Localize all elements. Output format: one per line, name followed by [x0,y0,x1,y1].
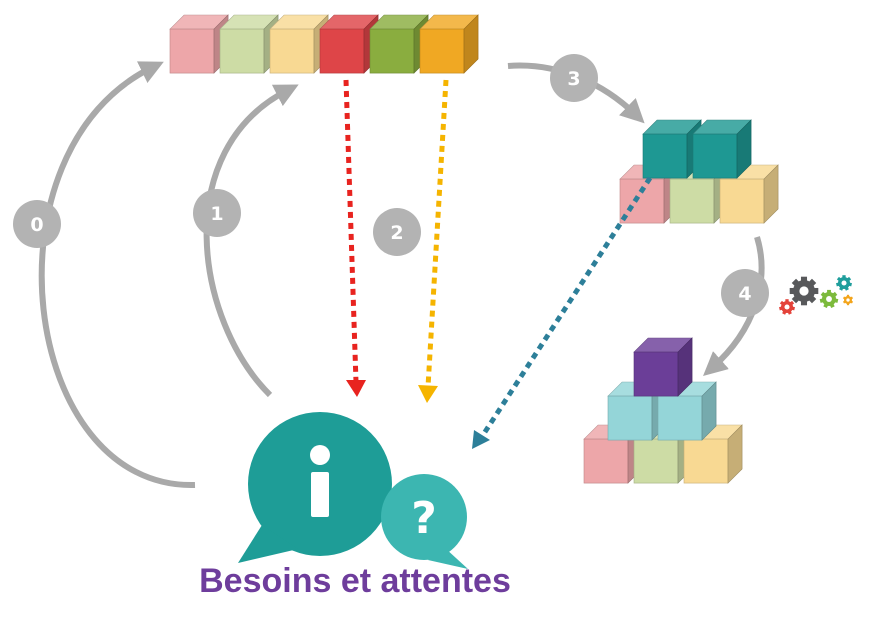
stack-bottom-cube-2 [719,164,779,224]
blue-arrowhead [472,430,490,449]
stack-top-cube-1 [692,119,752,179]
question-bubble-icon: ? [381,474,468,569]
feature-cube-row [169,14,479,74]
row-cube-0 [169,14,229,74]
yellow-arrowhead [418,385,438,403]
svg-text:3: 3 [567,68,580,90]
info-bubble-icon [238,412,392,563]
svg-text:0: 0 [30,214,43,236]
teal-cube-stack [619,119,779,224]
diagram-caption: Besoins et attentes [199,562,511,600]
step-badge-4: 4 [721,269,769,317]
gear-teal-icon [836,275,852,291]
gear-dark-icon [789,276,819,306]
yellow-dotted-arrow [425,79,449,388]
red-dotted-arrow [343,79,359,383]
gear-orange-icon [842,294,854,306]
row-cube-4 [369,14,429,74]
gears-icon [779,275,854,315]
row-cube-2 [269,14,329,74]
step-badge-1: 1 [193,189,241,237]
svg-text:1: 1 [210,203,223,225]
svg-text:2: 2 [390,222,403,244]
row-cube-1 [219,14,279,74]
arrow-1 [203,84,299,398]
arrow-0 [38,61,196,489]
step-badge-2: 2 [373,208,421,256]
pyramid-top-cube [633,337,693,397]
row-cube-5 [419,14,479,74]
gear-red-icon [779,299,795,315]
step-badge-0: 0 [13,200,61,248]
blue-dotted-arrow [480,176,653,437]
cube-pyramid [583,337,743,484]
row-cube-3 [319,14,379,74]
step-badge-3: 3 [550,54,598,102]
stack-top-cube-0 [642,119,702,179]
gear-green-icon [819,289,839,309]
red-arrowhead [346,380,366,397]
svg-text:4: 4 [738,283,751,305]
svg-text:?: ? [411,493,437,544]
